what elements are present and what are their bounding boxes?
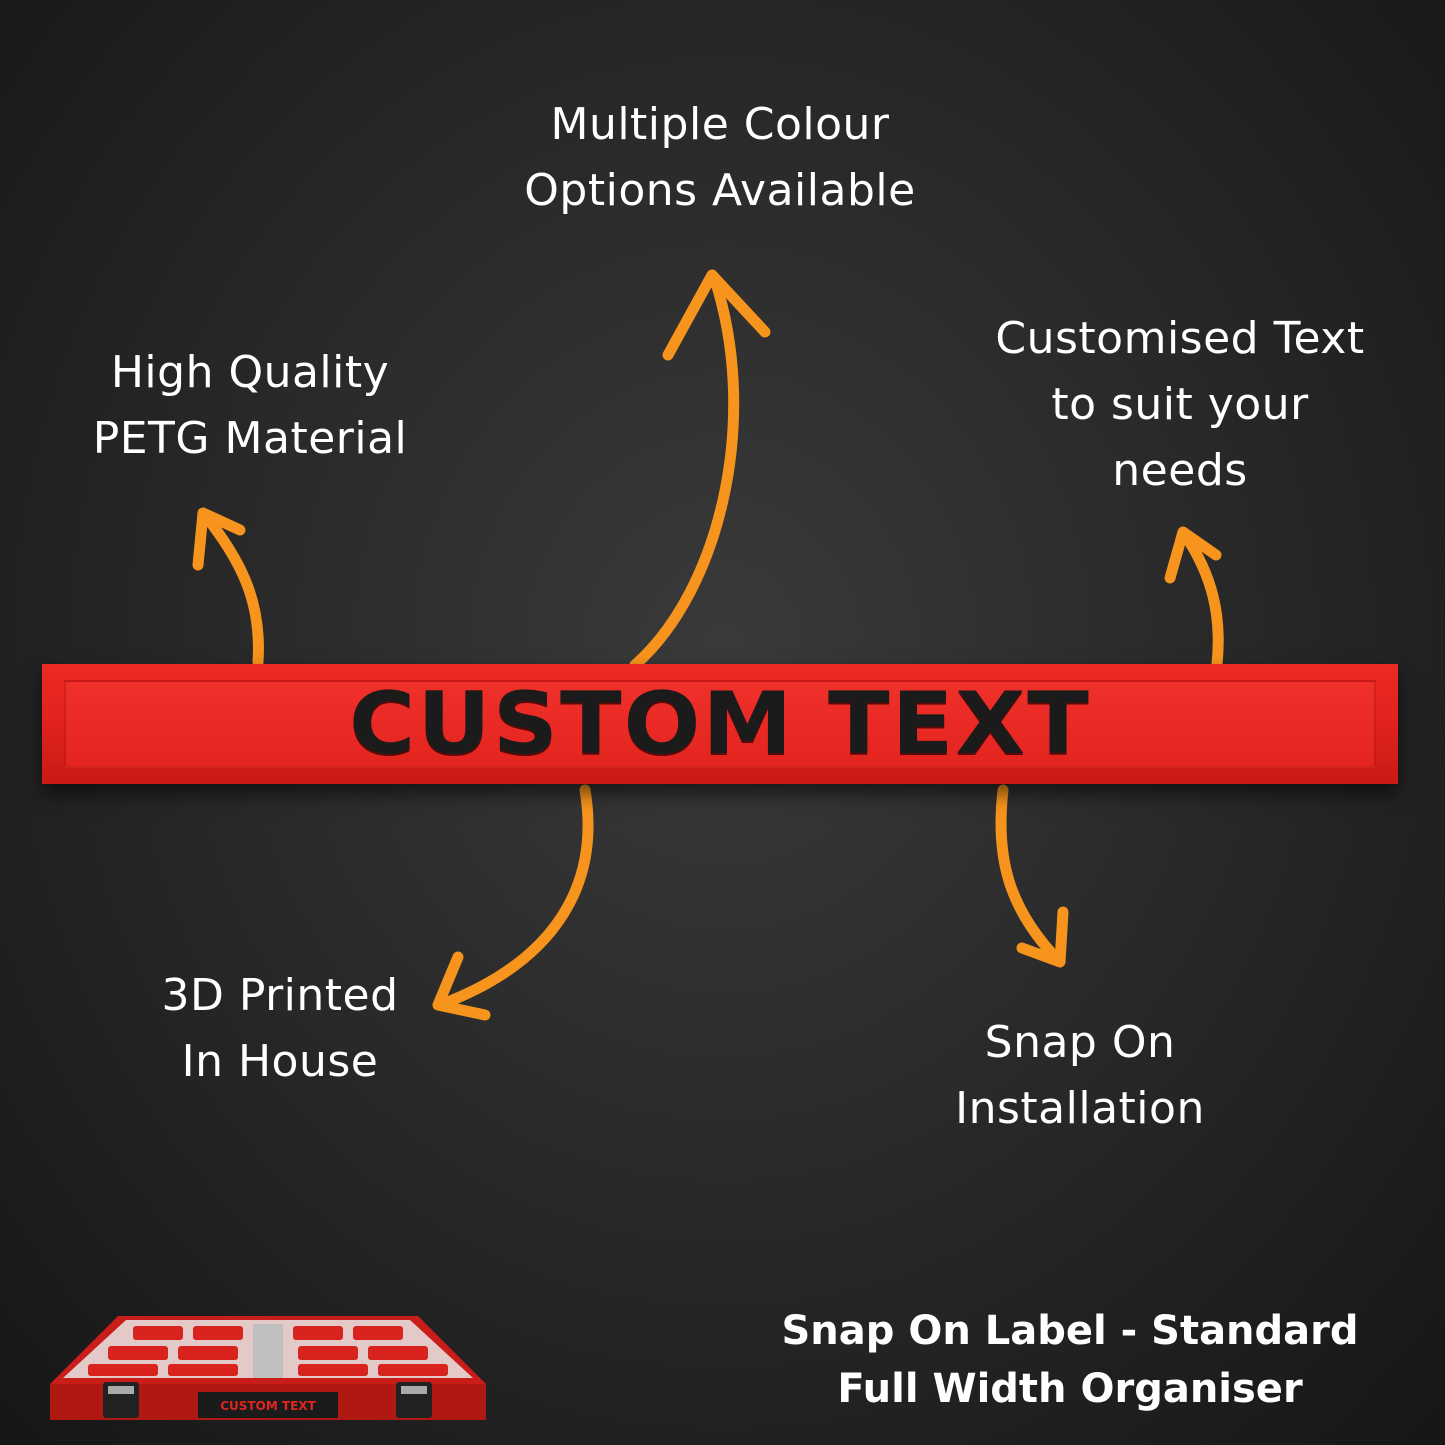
arrowhead-snap	[1016, 906, 1069, 968]
feature-printed-line-2: In House	[181, 1036, 379, 1087]
feature-snap-line-1: Snap On	[984, 1017, 1176, 1068]
feature-custom-text: Customised Text to suit your needs	[960, 306, 1400, 504]
product-title: Snap On Label - Standard Full Width Orga…	[740, 1302, 1400, 1418]
feature-custom-line-1: Customised Text	[995, 313, 1365, 364]
red-label-product: CUSTOM TEXT	[42, 664, 1398, 784]
feature-colour-line-2: Options Available	[524, 165, 916, 216]
arrow-quality	[199, 509, 264, 668]
arrowhead-colour	[662, 269, 771, 361]
arrow-printed	[434, 784, 594, 1011]
feature-3d-printed: 3D Printed In House	[100, 963, 460, 1095]
arrowhead-quality	[192, 507, 246, 571]
feature-custom-line-3: needs	[1112, 445, 1248, 496]
product-title-line-2: Full Width Organiser	[837, 1366, 1303, 1412]
arrowhead-printed	[432, 951, 491, 1021]
arrowhead-custom-text	[1164, 526, 1222, 584]
arrow-snap	[995, 784, 1064, 966]
feature-snap-on: Snap On Installation	[900, 1010, 1260, 1142]
feature-colour-line-1: Multiple Colour	[550, 99, 890, 150]
feature-custom-line-2: to suit your	[1051, 379, 1309, 430]
arrow-custom-text	[1179, 529, 1224, 670]
product-title-line-1: Snap On Label - Standard	[781, 1308, 1359, 1354]
organiser-image: CUSTOM TEXT	[50, 1316, 486, 1420]
arrow-colour	[629, 274, 740, 671]
label-custom-text: CUSTOM TEXT	[349, 674, 1091, 774]
feature-material: High Quality PETG Material	[40, 340, 460, 472]
feature-quality-line-1: High Quality	[110, 347, 390, 398]
label-bevel	[64, 680, 1376, 768]
feature-snap-line-2: Installation	[955, 1083, 1205, 1134]
feature-colour-options: Multiple Colour Options Available	[440, 92, 1000, 224]
feature-printed-line-1: 3D Printed	[161, 970, 399, 1021]
organiser-label-text: CUSTOM TEXT	[220, 1399, 316, 1413]
feature-quality-line-2: PETG Material	[92, 413, 408, 464]
